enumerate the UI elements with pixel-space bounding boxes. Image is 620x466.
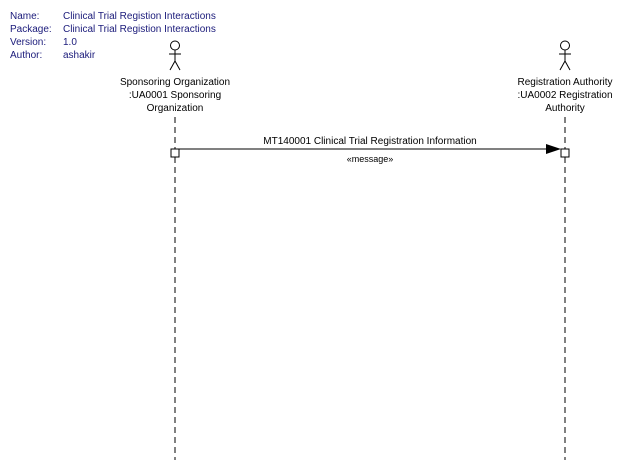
actor-label-line: :UA0002 Registration: [517, 90, 612, 101]
message-mt140001[interactable]: MT140001 Clinical Trial Registration Inf…: [179, 136, 561, 164]
actor-registration-authority[interactable]: Registration Authority :UA0002 Registrat…: [517, 40, 613, 114]
actor-label-line: Registration Authority: [517, 77, 612, 88]
actor-label-line: :UA0001 Sponsoring: [129, 90, 221, 101]
message-stereotype: «message»: [347, 154, 394, 164]
stick-figure-icon: [559, 40, 571, 71]
diagram-properties: Name: Clinical Trial Registion Interacti…: [10, 10, 216, 62]
property-key: Author:: [10, 50, 43, 61]
property-key: Package:: [10, 24, 52, 35]
property-name: Name: Clinical Trial Registion Interacti…: [10, 10, 216, 23]
actor-label-line: Authority: [545, 103, 584, 114]
activation-box-sponsoring: [170, 148, 180, 158]
actor-sponsoring-organization[interactable]: Sponsoring Organization :UA0001 Sponsori…: [120, 40, 230, 114]
property-key: Name:: [10, 11, 40, 22]
activation-box-registration: [560, 148, 570, 158]
property-value: 1.0: [63, 37, 77, 48]
property-value: Clinical Trial Registion Interactions: [63, 24, 216, 35]
actor-label-line: Organization: [147, 103, 204, 114]
property-value: Clinical Trial Registion Interactions: [63, 11, 216, 22]
stick-figure-icon: [169, 40, 181, 71]
property-version: Version: 1.0: [10, 36, 216, 49]
arrowhead-icon: [546, 144, 561, 154]
actor-label-line: Sponsoring Organization: [120, 77, 230, 88]
property-package: Package: Clinical Trial Registion Intera…: [10, 23, 216, 36]
message-label: MT140001 Clinical Trial Registration Inf…: [263, 136, 476, 147]
property-key: Version:: [10, 37, 47, 48]
property-author: Author: ashakir: [10, 49, 216, 62]
property-value: ashakir: [63, 50, 96, 61]
